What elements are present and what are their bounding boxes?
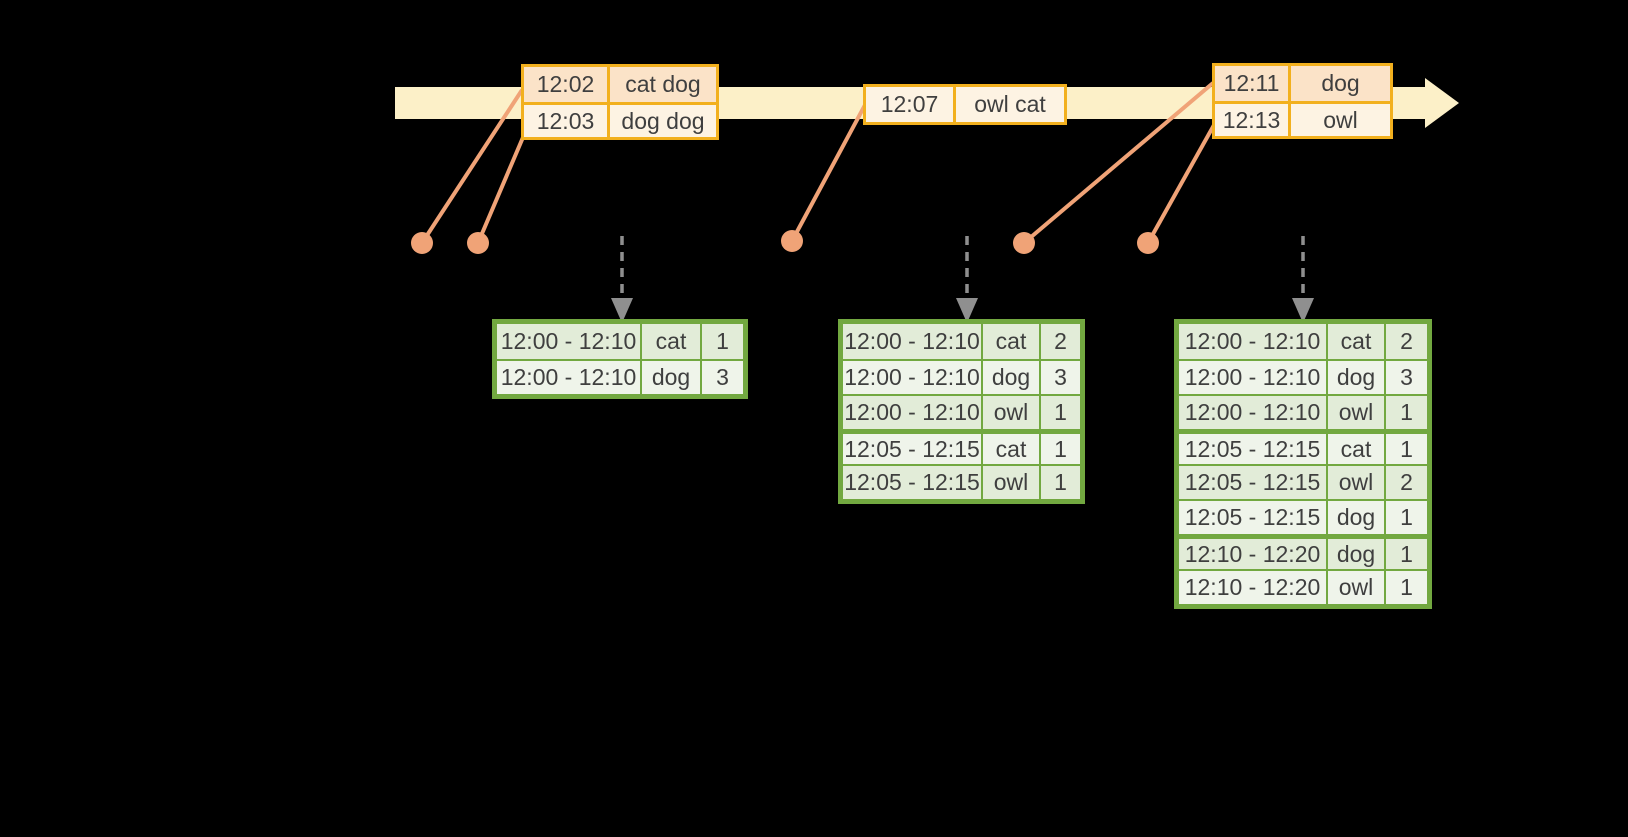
word-cell: owl xyxy=(983,396,1041,429)
count-cell: 1 xyxy=(1054,469,1067,495)
window-cell: 12:05 - 12:15 xyxy=(1179,434,1328,464)
window-cell: 12:00 - 12:10 xyxy=(843,361,983,394)
count-cell: 1 xyxy=(1400,435,1413,462)
event-dot-icon xyxy=(1013,232,1035,254)
event-words-cell: cat dog xyxy=(625,71,701,97)
event-dot-icon xyxy=(467,232,489,254)
trigger-dashed-arrow-icon xyxy=(956,236,978,323)
count-cell: 2 xyxy=(1400,469,1413,495)
timeline-arrowhead-icon xyxy=(1425,78,1459,128)
count-cell: 3 xyxy=(1400,364,1413,390)
connector-line xyxy=(1146,124,1216,244)
count-cell: 1 xyxy=(1054,435,1067,462)
event-time-cell: 12:03 xyxy=(524,105,610,137)
event-time-cell: 12:13 xyxy=(1215,104,1291,136)
window-cell: 12:10 - 12:20 xyxy=(1179,539,1328,569)
window-cell: 12:00 - 12:10 xyxy=(1179,396,1328,429)
count-cell: 3 xyxy=(1054,364,1067,390)
word-cell: owl xyxy=(1328,466,1386,499)
word-cell: owl xyxy=(983,466,1041,499)
window-cell: 12:00 - 12:10 xyxy=(843,396,983,429)
event-dot-icon xyxy=(781,230,803,252)
window-cell: 12:00 - 12:10 xyxy=(1179,361,1328,394)
event-row: 12:13 owl xyxy=(1215,101,1390,136)
window-cell: 12:00 - 12:10 xyxy=(843,324,983,359)
event-row: 12:03 dog dog xyxy=(524,102,716,137)
window-cell: 12:10 - 12:20 xyxy=(1179,571,1328,604)
event-time-cell: 12:07 xyxy=(866,87,956,122)
connector-line xyxy=(790,104,867,242)
window-cell: 12:00 - 12:10 xyxy=(497,324,642,359)
word-cell: cat xyxy=(983,434,1041,464)
trigger-dashed-arrow-icon xyxy=(1292,236,1314,323)
event-words-cell: owl xyxy=(1323,106,1358,133)
count-cell: 1 xyxy=(1400,399,1413,425)
connector-line xyxy=(420,88,524,245)
count-cell: 1 xyxy=(716,328,729,354)
event-dot-icon xyxy=(411,232,433,254)
event-row: 12:07 owl cat xyxy=(866,87,1064,122)
event-time-cell: 12:02 xyxy=(524,67,610,102)
count-cell: 1 xyxy=(1400,504,1413,530)
event-row: 12:02 cat dog xyxy=(524,67,716,102)
connector-line xyxy=(476,134,526,244)
word-cell: owl xyxy=(1328,571,1386,604)
word-cell: dog xyxy=(1328,361,1386,394)
event-dot-icon xyxy=(1137,232,1159,254)
event-words-cell: owl cat xyxy=(974,91,1046,117)
window-cell: 12:05 - 12:15 xyxy=(843,434,983,464)
word-cell: dog xyxy=(642,361,702,394)
word-cell: cat xyxy=(1328,324,1386,359)
event-words-cell: dog dog xyxy=(621,107,705,134)
count-cell: 1 xyxy=(1400,540,1413,567)
window-cell: 12:05 - 12:15 xyxy=(843,466,983,499)
event-table: 12:11 dog 12:13 owl xyxy=(1212,63,1393,139)
word-cell: owl xyxy=(1328,396,1386,429)
word-cell: dog xyxy=(1328,539,1386,569)
trigger-dashed-arrow-icon xyxy=(611,236,633,323)
event-row: 12:11 dog xyxy=(1215,66,1390,101)
event-table: 12:07 owl cat xyxy=(863,84,1067,125)
event-time-cell: 12:11 xyxy=(1215,66,1291,101)
count-cell: 3 xyxy=(716,364,729,390)
window-cell: 12:05 - 12:15 xyxy=(1179,501,1328,534)
word-cell: cat xyxy=(1328,434,1386,464)
window-cell: 12:05 - 12:15 xyxy=(1179,466,1328,499)
count-cell: 1 xyxy=(1400,574,1413,600)
event-words-cell: dog xyxy=(1321,70,1360,96)
event-table: 12:02 cat dog 12:03 dog dog xyxy=(521,64,719,140)
word-cell: dog xyxy=(1328,501,1386,534)
count-cell: 2 xyxy=(1054,328,1067,354)
word-cell: cat xyxy=(983,324,1041,359)
count-cell: 2 xyxy=(1400,328,1413,354)
window-cell: 12:00 - 12:10 xyxy=(497,361,642,394)
word-cell: cat xyxy=(642,324,702,359)
connector-line xyxy=(1022,81,1215,245)
window-cell: 12:00 - 12:10 xyxy=(1179,324,1328,359)
word-cell: dog xyxy=(983,361,1041,394)
count-cell: 1 xyxy=(1054,399,1067,425)
